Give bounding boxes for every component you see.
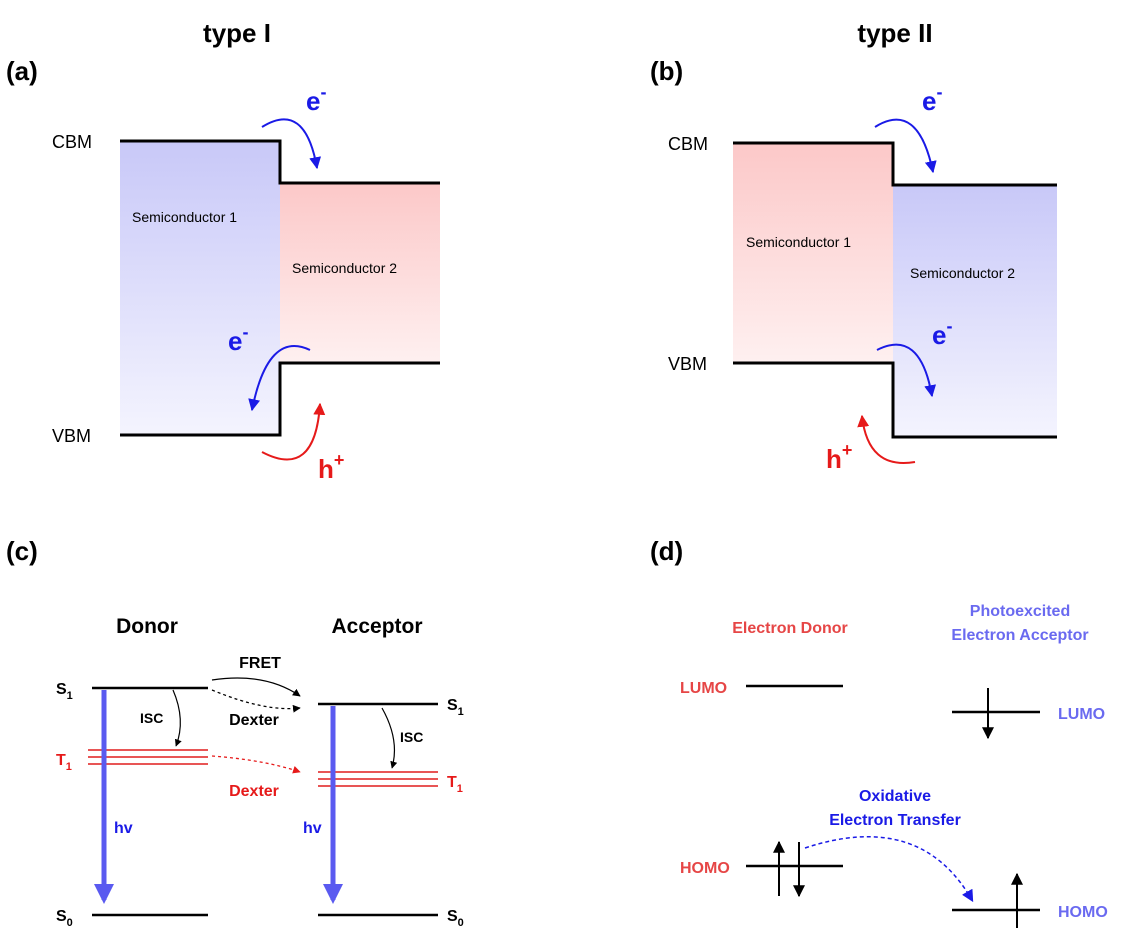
- semiconductor-1-label: Semiconductor 1: [746, 234, 851, 250]
- hole-label: h+: [826, 440, 852, 474]
- electron-transfer-arrow-vbm: [876, 343, 937, 398]
- semiconductor-2-region: [893, 185, 1057, 437]
- vbm-label: VBM: [52, 426, 91, 446]
- electron-transfer-arrow-cbm: [874, 118, 937, 174]
- donor-hv-label: hv: [114, 820, 133, 837]
- panel-label-a: (a): [6, 56, 38, 86]
- donor-homo-label: HOMO: [680, 860, 730, 877]
- acceptor-t1-label: T1: [447, 774, 463, 795]
- donor-t1-label: T1: [56, 752, 72, 773]
- donor-isc-label: ISC: [140, 710, 163, 726]
- semiconductor-1-label: Semiconductor 1: [132, 209, 237, 225]
- oxidative-transfer-arrow: [804, 836, 974, 903]
- electron-label-vbm: e-: [228, 322, 248, 356]
- acceptor-homo-label: HOMO: [1058, 904, 1108, 921]
- acceptor-s0-label: S0: [447, 908, 464, 929]
- dexter-triplet-label: Dexter: [229, 783, 279, 800]
- panel-b: CBM VBM Semiconductor 1 Semiconductor 2 …: [668, 82, 1057, 474]
- semiconductor-2-region: [280, 183, 440, 363]
- donor-title: Donor: [116, 615, 178, 638]
- cbm-label: CBM: [52, 132, 92, 152]
- vbm-line: [120, 361, 440, 437]
- hole-transfer-arrow: [857, 414, 916, 464]
- electron-transfer-arrow-cbm: [261, 118, 322, 170]
- donor-isc-arrow: [172, 689, 182, 747]
- donor-s0-label: S0: [56, 908, 73, 929]
- cbm-line: [120, 139, 440, 185]
- type1-title: type I: [203, 18, 271, 48]
- semiconductor-1-region: [120, 141, 280, 435]
- acceptor-title-line2: Electron Acceptor: [951, 627, 1088, 644]
- acceptor-title: Acceptor: [331, 615, 422, 638]
- semiconductor-2-label: Semiconductor 2: [910, 265, 1015, 281]
- vbm-line: [733, 361, 1057, 439]
- semiconductor-1-region: [733, 143, 893, 363]
- acceptor-title-line1: Photoexcited: [970, 603, 1070, 620]
- vbm-label: VBM: [668, 354, 707, 374]
- donor-s1-label: S1: [56, 681, 73, 702]
- hole-transfer-arrow: [261, 402, 326, 461]
- panel-c: Donor Acceptor S1 T1 S0 hv ISC S1 T1 S0 …: [56, 615, 464, 929]
- acceptor-isc-arrow: [381, 707, 398, 769]
- semiconductor-2-label: Semiconductor 2: [292, 260, 397, 276]
- transfer-label-line2: Electron Transfer: [829, 812, 961, 829]
- acceptor-s1-label: S1: [447, 697, 464, 718]
- electron-label-vbm: e-: [932, 316, 952, 350]
- acceptor-lumo-label: LUMO: [1058, 706, 1105, 723]
- fret-label: FRET: [239, 655, 281, 672]
- fret-arrow: [211, 677, 301, 697]
- donor-lumo-label: LUMO: [680, 680, 727, 697]
- panel-label-b: (b): [650, 56, 683, 86]
- hole-label: h+: [318, 450, 344, 484]
- acceptor-isc-label: ISC: [400, 729, 423, 745]
- dexter-singlet-label: Dexter: [229, 712, 279, 729]
- panel-label-c: (c): [6, 536, 38, 566]
- panel-d: Electron Donor Photoexcited Electron Acc…: [680, 603, 1108, 928]
- electron-donor-title: Electron Donor: [732, 620, 848, 637]
- panel-label-d: (d): [650, 536, 683, 566]
- dexter-singlet-arrow: [211, 689, 301, 713]
- cbm-label: CBM: [668, 134, 708, 154]
- type2-title: type II: [857, 18, 932, 48]
- dexter-triplet-arrow: [211, 755, 301, 774]
- cbm-line: [733, 141, 1057, 187]
- transfer-label-line1: Oxidative: [859, 788, 931, 805]
- electron-label-cbm: e-: [306, 82, 326, 116]
- panel-a: CBM VBM Semiconductor 1 Semiconductor 2 …: [52, 82, 440, 484]
- electron-transfer-arrow-vbm: [248, 345, 311, 412]
- acceptor-hv-label: hv: [303, 820, 322, 837]
- electron-label-cbm: e-: [922, 82, 942, 116]
